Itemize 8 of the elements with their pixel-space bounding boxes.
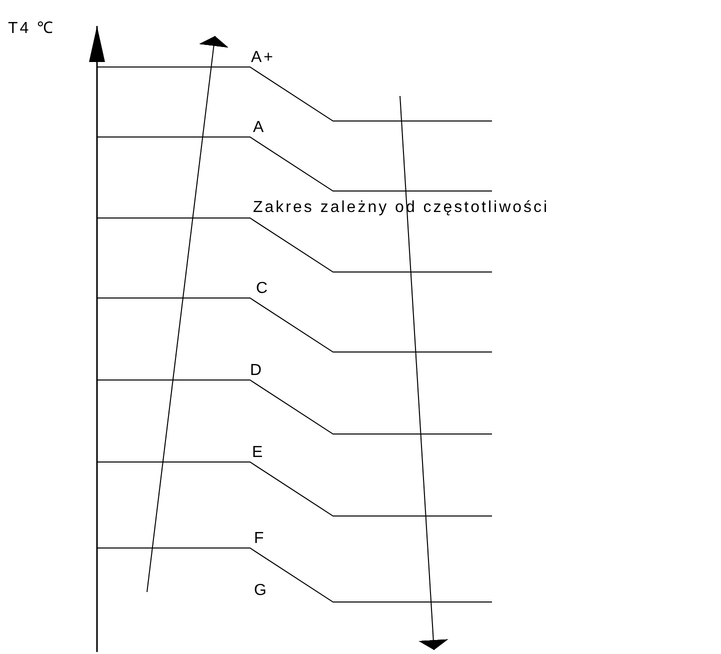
zone-label: D [250, 362, 264, 380]
zone-label: E [252, 444, 265, 462]
zone-label: A [253, 119, 266, 137]
zone-label: C [256, 280, 270, 298]
zone-label: A+ [251, 49, 276, 67]
axis-label: T4 ℃ [8, 20, 56, 38]
zone-label: G [254, 582, 268, 600]
zone-label: F [254, 530, 266, 548]
